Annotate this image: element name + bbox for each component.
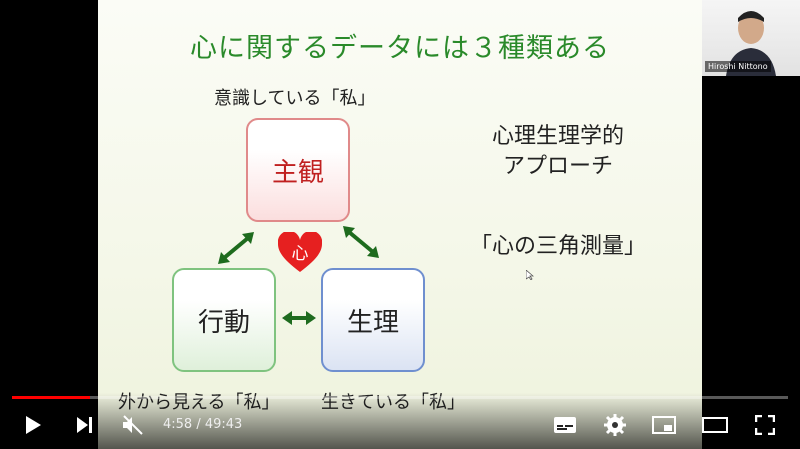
subtitles-icon bbox=[554, 417, 576, 433]
player-controls bbox=[0, 393, 800, 449]
miniplayer-icon bbox=[652, 416, 676, 434]
progress-bar[interactable] bbox=[12, 396, 788, 399]
cursor-icon bbox=[526, 270, 534, 280]
box-subjective: 主観 bbox=[246, 118, 350, 222]
slide: 心に関するデータには３種類ある 意識している「私」 主観 行動 生理 心 外から… bbox=[98, 0, 702, 449]
subtitles-button[interactable] bbox=[552, 410, 578, 440]
heart-icon bbox=[278, 232, 322, 272]
approach-line1: 心理生理学的 bbox=[491, 124, 624, 149]
box-behavior-label: 行動 bbox=[197, 307, 250, 338]
arrow-horizontal bbox=[282, 311, 316, 325]
webcam-thumbnail: Hiroshi Nittono bbox=[702, 0, 800, 76]
theater-icon bbox=[702, 417, 728, 433]
fullscreen-button[interactable] bbox=[752, 410, 778, 440]
box-behavior: 行動 bbox=[172, 268, 276, 372]
box-subjective-label: 主観 bbox=[271, 157, 324, 188]
settings-icon bbox=[604, 414, 626, 436]
arrow-left-diagonal bbox=[218, 232, 254, 264]
mute-button[interactable] bbox=[120, 410, 146, 440]
next-icon bbox=[77, 417, 92, 433]
arrow-right-diagonal bbox=[343, 226, 379, 258]
box-physiology-label: 生理 bbox=[346, 307, 399, 338]
box-physiology: 生理 bbox=[321, 268, 425, 372]
theater-button[interactable] bbox=[700, 410, 730, 440]
play-icon bbox=[26, 416, 41, 434]
heart-label: 心 bbox=[291, 244, 309, 264]
miniplayer-button[interactable] bbox=[650, 410, 678, 440]
approach-line2: アプローチ bbox=[502, 154, 613, 179]
triangulation-quote: 「心の三角測量」 bbox=[469, 234, 646, 259]
fullscreen-icon bbox=[755, 415, 775, 435]
next-button[interactable] bbox=[72, 410, 98, 440]
mute-icon bbox=[123, 415, 143, 435]
settings-button[interactable] bbox=[602, 410, 628, 440]
presenter-name: Hiroshi Nittono bbox=[705, 61, 771, 72]
caption-subjective: 意識している「私」 bbox=[214, 88, 376, 109]
progress-fill bbox=[12, 396, 90, 399]
time-display: 4:58 / 49:43 bbox=[163, 417, 243, 432]
slide-title: 心に関するデータには３種類ある bbox=[190, 33, 610, 64]
play-button[interactable] bbox=[20, 410, 46, 440]
